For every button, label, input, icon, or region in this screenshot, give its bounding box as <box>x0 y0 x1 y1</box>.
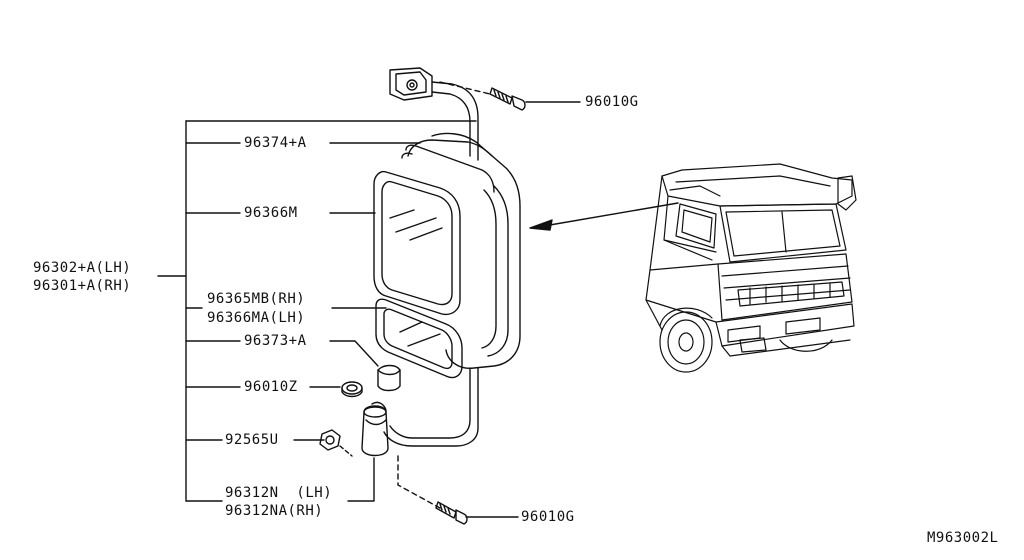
part-label-96010z: 96010Z <box>244 379 298 395</box>
bolt-96010g-bottom <box>435 501 468 525</box>
part-label-96366ma: 96366MA(LH) <box>207 310 306 326</box>
assembly-label-lh: 96302+A(LH) <box>33 260 132 276</box>
truck-illustration <box>645 163 857 373</box>
part-label-96365mb: 96365MB(RH) <box>207 291 306 307</box>
part-label-96366m: 96366M <box>244 205 298 221</box>
main-mirror-glass <box>373 144 495 316</box>
lower-mirror-glass <box>375 298 463 379</box>
part-label-92565u: 92565U <box>225 432 279 448</box>
part-label-96010g-bottom: 96010G <box>521 509 575 525</box>
location-arrow <box>529 202 679 231</box>
mirror-arm-assembly <box>383 67 479 447</box>
arm-base-96312n <box>361 401 389 457</box>
assembly-label-rh: 96301+A(RH) <box>33 278 132 294</box>
bolt-96010g-top <box>489 87 526 111</box>
mirror-housing <box>407 132 521 369</box>
part-label-96312n: 96312N (LH) <box>225 485 333 501</box>
nut-92565u <box>319 429 341 451</box>
part-label-96312na: 96312NA(RH) <box>225 503 324 519</box>
grommet-96010z <box>341 381 363 398</box>
part-label-96010g-top: 96010G <box>585 94 639 110</box>
part-label-96373: 96373+A <box>244 333 307 349</box>
cap-96373 <box>377 364 401 392</box>
leader-lines <box>157 81 581 518</box>
drawing-code: M963002L <box>927 530 999 546</box>
part-label-96374: 96374+A <box>244 135 307 151</box>
